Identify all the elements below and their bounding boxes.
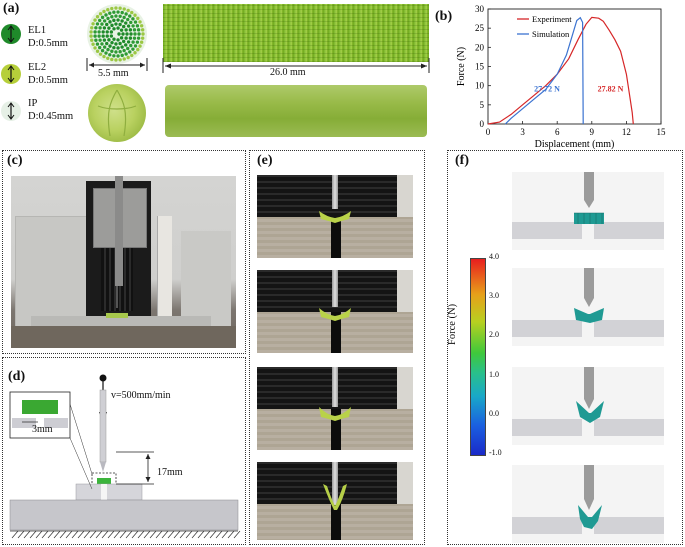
test-machine-photo xyxy=(11,176,236,348)
cutting-photo-frame xyxy=(257,367,413,450)
simulation-frame xyxy=(512,268,664,346)
colorbar-tick-label: 1.0 xyxy=(489,369,499,379)
sim-peak-annotation: 27.72 N xyxy=(534,84,560,93)
series-line-simulation xyxy=(504,16,584,125)
el1-swatch-icon xyxy=(1,24,21,44)
y-tick-label: 30 xyxy=(475,4,485,14)
colorbar-tick-label: 4.0 xyxy=(489,252,499,261)
cutting-photo-frame xyxy=(257,270,413,353)
y-axis-label: Force (N) xyxy=(456,47,467,86)
colorbar-title: Force (N) xyxy=(447,303,458,345)
ip-swatch-icon xyxy=(1,101,21,121)
el2-swatch-icon xyxy=(1,64,21,84)
y-tick-label: 5 xyxy=(480,100,485,110)
legend-ip-name: IP xyxy=(28,98,38,109)
y-tick-label: 15 xyxy=(475,62,485,72)
simulation-frame xyxy=(512,465,664,543)
length-label: 26.0 mm xyxy=(270,67,306,78)
panel-f-frame xyxy=(447,150,683,545)
stem-length-model xyxy=(163,4,429,62)
y-tick-label: 20 xyxy=(475,42,485,52)
panel-d-label: (d) xyxy=(8,369,26,384)
velocity-label: v=500mm/min xyxy=(111,390,171,401)
legend-el2-name: EL2 xyxy=(28,62,47,73)
diameter-label: 5.5 mm xyxy=(98,68,129,79)
colorbar-tick-label: 0.0 xyxy=(489,408,499,418)
panel-b-label: (b) xyxy=(435,9,453,24)
force-colorbar xyxy=(470,258,486,456)
x-tick-label: 12 xyxy=(622,127,631,137)
height-label: 17mm xyxy=(157,467,183,478)
x-tick-label: 0 xyxy=(486,127,491,137)
stem-cross-section-model xyxy=(87,4,147,64)
test-setup-diagram xyxy=(9,374,241,539)
y-tick-label: 25 xyxy=(475,23,485,33)
x-axis-label: Displacement (mm) xyxy=(535,139,615,150)
x-tick-label: 15 xyxy=(657,127,667,137)
series-line-experiment xyxy=(487,16,634,125)
panel-e-frame xyxy=(249,150,425,545)
panel-f-label: (f) xyxy=(455,153,469,168)
panel-d-frame xyxy=(2,357,246,545)
y-tick-label: 10 xyxy=(475,81,485,91)
panel-a-label: (a) xyxy=(3,1,20,16)
length-dimension-line xyxy=(162,58,430,73)
simulation-frame xyxy=(512,367,664,445)
simulation-frame xyxy=(512,172,664,250)
panel-c-frame xyxy=(2,150,246,354)
gap-label: 3mm xyxy=(32,424,53,435)
exp-peak-annotation: 27.82 N xyxy=(598,84,624,93)
stem-cross-section-photo xyxy=(88,84,146,142)
legend-el1-name: EL1 xyxy=(28,25,47,36)
legend-ip-diameter: D:0.45mm xyxy=(28,111,74,122)
y-tick-label: 0 xyxy=(480,119,485,129)
colorbar-tick-label: 3.0 xyxy=(489,291,499,301)
panel-e-label: (e) xyxy=(257,153,273,168)
colorbar-tick-label: 2.0 xyxy=(489,330,499,340)
legend-el2-diameter: D:0.5mm xyxy=(28,75,68,86)
legend-entry: Experiment xyxy=(532,14,572,24)
stem-length-photo xyxy=(165,85,427,137)
x-tick-label: 6 xyxy=(555,127,560,137)
cutting-photo-frame xyxy=(257,462,413,540)
panel-c-label: (c) xyxy=(7,153,23,168)
legend-el1-diameter: D:0.5mm xyxy=(28,38,68,49)
diameter-dimension-line xyxy=(86,58,148,71)
x-tick-label: 9 xyxy=(590,127,595,137)
colorbar-tick-label: -1.0 xyxy=(489,448,502,457)
cutting-photo-frame xyxy=(257,175,413,258)
legend-entry: Simulation xyxy=(532,29,570,39)
x-tick-label: 3 xyxy=(520,127,525,137)
